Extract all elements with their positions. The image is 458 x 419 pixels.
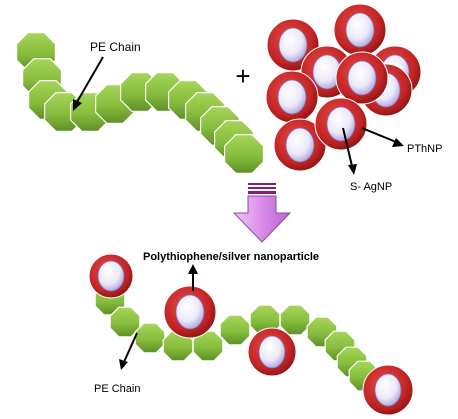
plus-sign: + — [235, 61, 250, 91]
nanoparticle — [362, 364, 414, 416]
reaction-arrow — [232, 183, 292, 243]
chain-segment — [109, 306, 141, 338]
silver-nanoparticle-cluster — [265, 3, 422, 172]
s-agnp-label: S- AgNP — [350, 181, 392, 193]
nanoparticle — [314, 97, 368, 151]
s-agnp-pointer — [342, 127, 357, 175]
chain-segment — [134, 322, 166, 354]
composite-pointer — [188, 264, 198, 291]
pe-chain-bottom — [94, 284, 380, 392]
composite-label: Polythiophene/silver nanoparticle — [143, 251, 319, 263]
nanoparticle — [335, 51, 389, 105]
nanoparticle — [163, 285, 217, 339]
nanoparticle — [88, 253, 134, 299]
nanoparticle — [333, 3, 387, 57]
pe-chain-bottom-label: PE Chain — [94, 383, 140, 395]
pthnp-label: PThNP — [407, 143, 442, 155]
pthnp-pointer — [361, 127, 404, 147]
pe-chain-bottom-pointer — [119, 332, 138, 370]
nanoparticle — [273, 118, 327, 172]
nanoparticle — [265, 70, 319, 124]
chain-segment — [224, 134, 264, 174]
composite-particles — [88, 253, 414, 416]
chain-segment — [192, 330, 224, 362]
nanoparticle — [247, 327, 297, 377]
pe-chain-top-label: PE Chain — [90, 40, 141, 54]
pe-chain-top-pointer — [73, 56, 104, 111]
chain-segment — [279, 304, 311, 336]
chain-segment — [219, 314, 251, 346]
